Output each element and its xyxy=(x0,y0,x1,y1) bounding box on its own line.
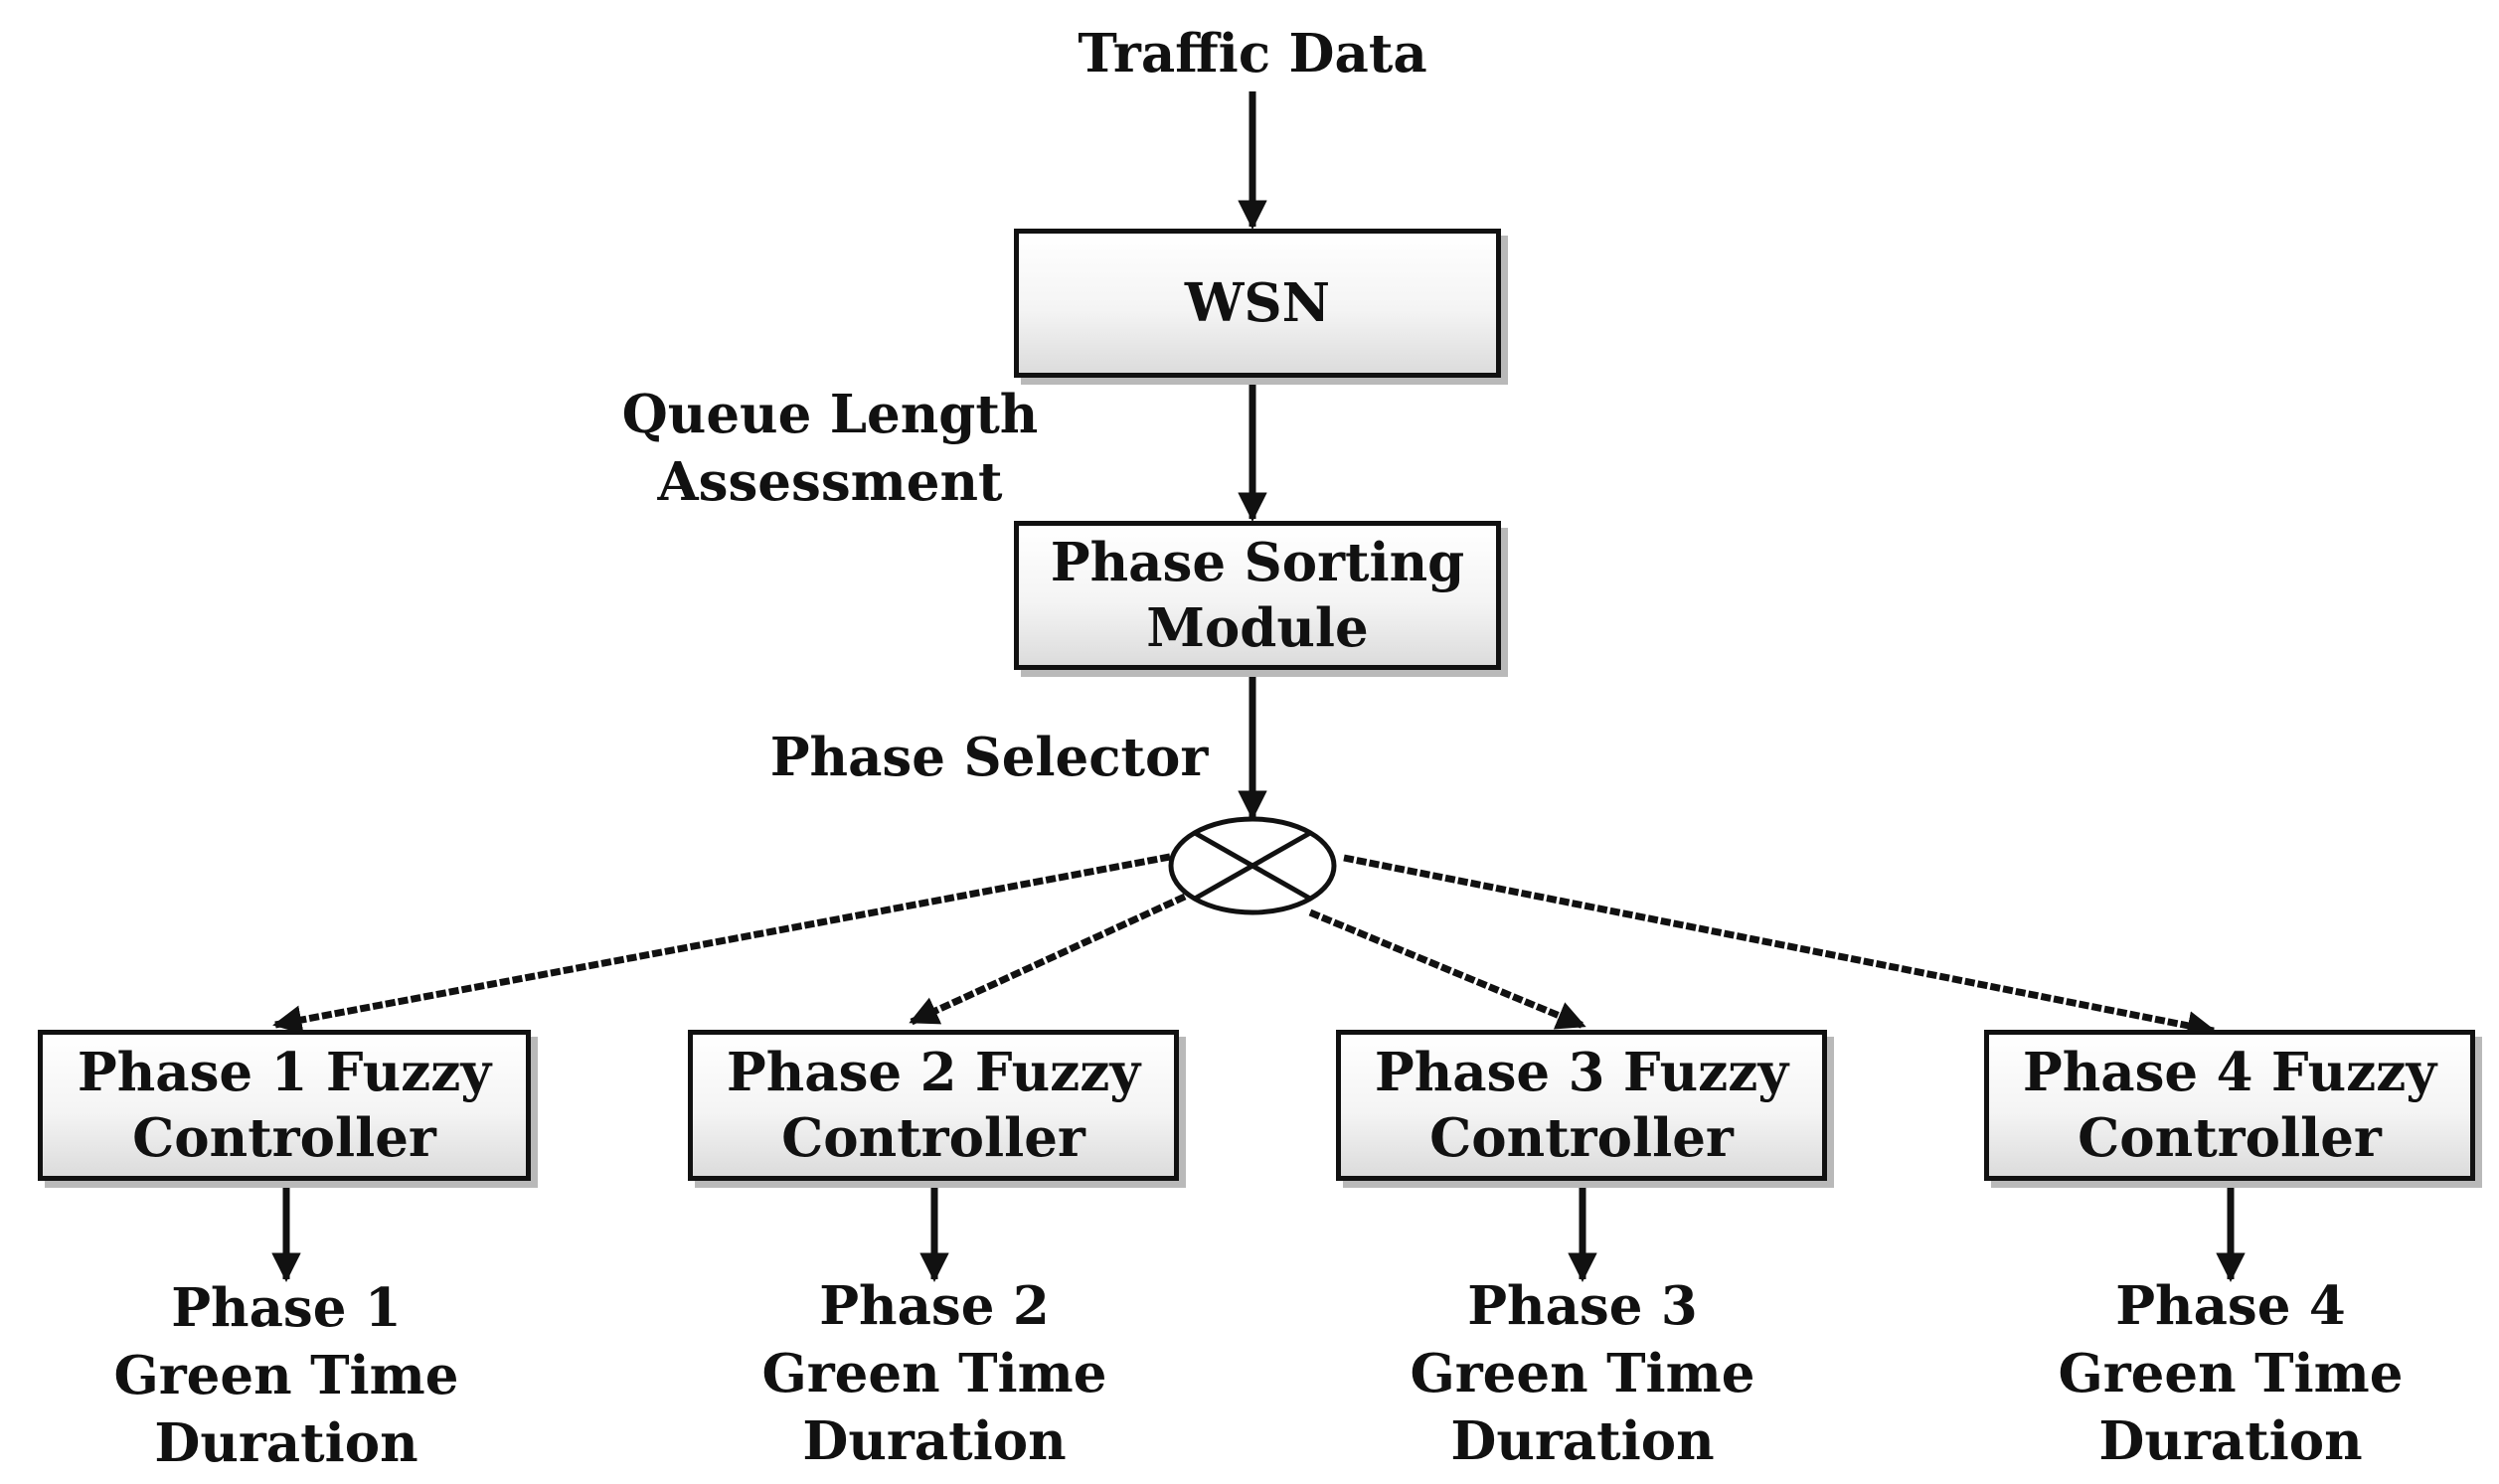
selector-cross-b xyxy=(1193,830,1312,902)
output-label-3: Phase 3 Green Time Duration xyxy=(1384,1272,1781,1475)
output-2-line-1: Phase 2 xyxy=(819,1275,1050,1337)
input-label: Traffic Data xyxy=(1078,23,1427,84)
output-4-line-3: Duration xyxy=(2098,1410,2363,1472)
output-label-2: Phase 2 Green Time Duration xyxy=(736,1272,1133,1475)
output-1-line-3: Duration xyxy=(154,1412,418,1474)
arrow-selector-to-controller-4 xyxy=(1343,854,2217,1041)
controller-box-4: Phase 4 Fuzzy Controller xyxy=(1984,1030,2475,1181)
controller-1-line-2: Controller xyxy=(132,1107,436,1169)
output-label-4: Phase 4 Green Time Duration xyxy=(2032,1272,2429,1475)
controller-4-line-1: Phase 4 Fuzzy xyxy=(2022,1042,2437,1103)
controller-box-3: Phase 3 Fuzzy Controller xyxy=(1336,1030,1827,1181)
output-label-1: Phase 1 Green Time Duration xyxy=(87,1274,485,1477)
wsn-box: WSN xyxy=(1014,229,1501,378)
controller-box-2: Phase 2 Fuzzy Controller xyxy=(688,1030,1179,1181)
phase-selector-label: Phase Selector xyxy=(769,727,1209,788)
controller-1-line-1: Phase 1 Fuzzy xyxy=(77,1042,492,1103)
output-4-line-1: Phase 4 xyxy=(2115,1275,2346,1337)
output-3-line-2: Green Time xyxy=(1410,1343,1755,1404)
controller-2-line-1: Phase 2 Fuzzy xyxy=(726,1042,1141,1103)
controller-3-line-1: Phase 3 Fuzzy xyxy=(1374,1042,1789,1103)
queue-length-label: Queue Length Assessment xyxy=(596,381,1064,516)
output-4-line-2: Green Time xyxy=(2058,1343,2404,1404)
queue-length-line-1: Queue Length xyxy=(621,384,1039,445)
wsn-box-label: WSN xyxy=(1184,272,1331,334)
output-3-line-3: Duration xyxy=(1450,1410,1715,1472)
phase-sorting-line-1: Phase Sorting xyxy=(1050,532,1465,593)
phase-sorting-box: Phase Sorting Module xyxy=(1014,521,1501,670)
phase-sorting-line-2: Module xyxy=(1146,597,1369,659)
queue-length-line-2: Assessment xyxy=(657,451,1003,513)
output-3-line-1: Phase 3 xyxy=(1467,1275,1698,1337)
controller-2-line-2: Controller xyxy=(781,1107,1085,1169)
arrow-selector-to-controller-2 xyxy=(909,893,1187,1026)
output-1-line-2: Green Time xyxy=(113,1345,459,1406)
controller-box-1: Phase 1 Fuzzy Controller xyxy=(38,1030,531,1181)
arrow-selector-to-controller-1 xyxy=(272,853,1171,1035)
output-1-line-1: Phase 1 xyxy=(171,1277,402,1339)
output-2-line-3: Duration xyxy=(802,1410,1067,1472)
controller-4-line-2: Controller xyxy=(2078,1107,2382,1169)
phase-selector-symbol xyxy=(1168,816,1337,915)
output-2-line-2: Green Time xyxy=(761,1343,1107,1404)
arrow-selector-to-controller-3 xyxy=(1308,908,1586,1030)
controller-3-line-2: Controller xyxy=(1429,1107,1734,1169)
